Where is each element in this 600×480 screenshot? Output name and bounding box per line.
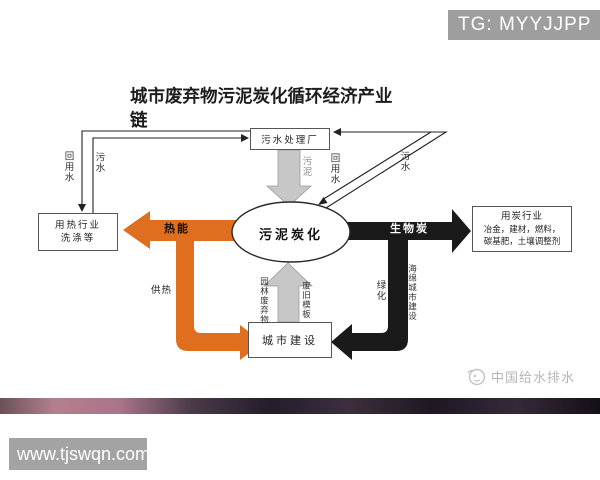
- biochar-arrow: [338, 209, 471, 253]
- sewage-left-line: [92, 137, 241, 213]
- sewage-plant-box: 污水处理厂: [250, 128, 330, 150]
- biochar-city-arrow: [331, 240, 408, 360]
- greening-label: 绿化: [374, 280, 386, 301]
- waterdrop-logo-icon: [467, 368, 486, 386]
- carbon-industry-line2: 冶金，建材，燃料，: [483, 224, 561, 234]
- recycled-water-left-arrowhead: [78, 204, 86, 212]
- title-line1: 城市废弃物污泥炭化循环经济产业: [130, 86, 393, 106]
- diagram-title: 城市废弃物污泥炭化循环经济产业 链: [130, 84, 460, 132]
- waste-up-arrow: [263, 262, 313, 323]
- recycled-water-left-line: [81, 130, 250, 205]
- sludge-arrow: [265, 149, 313, 207]
- heat-industry-box: 用热行业 洗涤等: [38, 213, 118, 251]
- photo-strip: [0, 398, 600, 414]
- carbon-industry-box: 用炭行业 冶金，建材，燃料， 碳基肥，土壤调整剂: [472, 206, 572, 252]
- sewage-left-arrowhead: [241, 134, 249, 142]
- sewage-right-label: 污水: [398, 151, 410, 172]
- title-line2: 链: [130, 110, 148, 130]
- heat-supply-label: 供热: [151, 285, 173, 296]
- recycled-water-right-line: [321, 131, 432, 201]
- publisher-watermark: 中国给水排水: [466, 366, 575, 386]
- carbonization-node: [231, 201, 351, 263]
- biochar-label: 生物炭: [390, 223, 429, 235]
- heat-industry-line2: 洗涤等: [60, 233, 96, 244]
- site-url-badge: www.tjswqn.com: [9, 438, 150, 470]
- waste-formwork-label: 废旧模板: [301, 281, 312, 319]
- garden-waste-label: 园林废弃物: [259, 277, 270, 325]
- sewage-right-arrowhead: [333, 128, 341, 136]
- heat-supply-arrow: [176, 241, 263, 360]
- heat-industry-line1: 用热行业: [54, 220, 101, 231]
- carbon-industry-line1: 用炭行业: [500, 211, 543, 222]
- heat-energy-label: 热能: [164, 223, 190, 235]
- sponge-city-label: 海绵城市建设: [407, 264, 418, 321]
- recycled-water-right-label: 回用水: [328, 153, 340, 185]
- publisher-watermark-text: 中国给水排水: [491, 369, 576, 385]
- carbon-industry-line3: 碳基肥，土壤调整剂: [483, 236, 561, 246]
- sewage-left-label: 污水: [93, 152, 105, 173]
- heat-energy-arrow: [123, 211, 245, 249]
- tg-watermark-badge: TG: MYYJJPP: [448, 10, 600, 40]
- sewage-right-line: [325, 131, 448, 209]
- carbonization-label: 污泥炭化: [258, 227, 323, 242]
- recycled-water-left-label: 回用水: [62, 151, 74, 183]
- sludge-label: 污泥: [300, 156, 312, 177]
- city-construction-box: 城市建设: [248, 322, 332, 358]
- recycled-water-right-arrowhead: [318, 197, 328, 205]
